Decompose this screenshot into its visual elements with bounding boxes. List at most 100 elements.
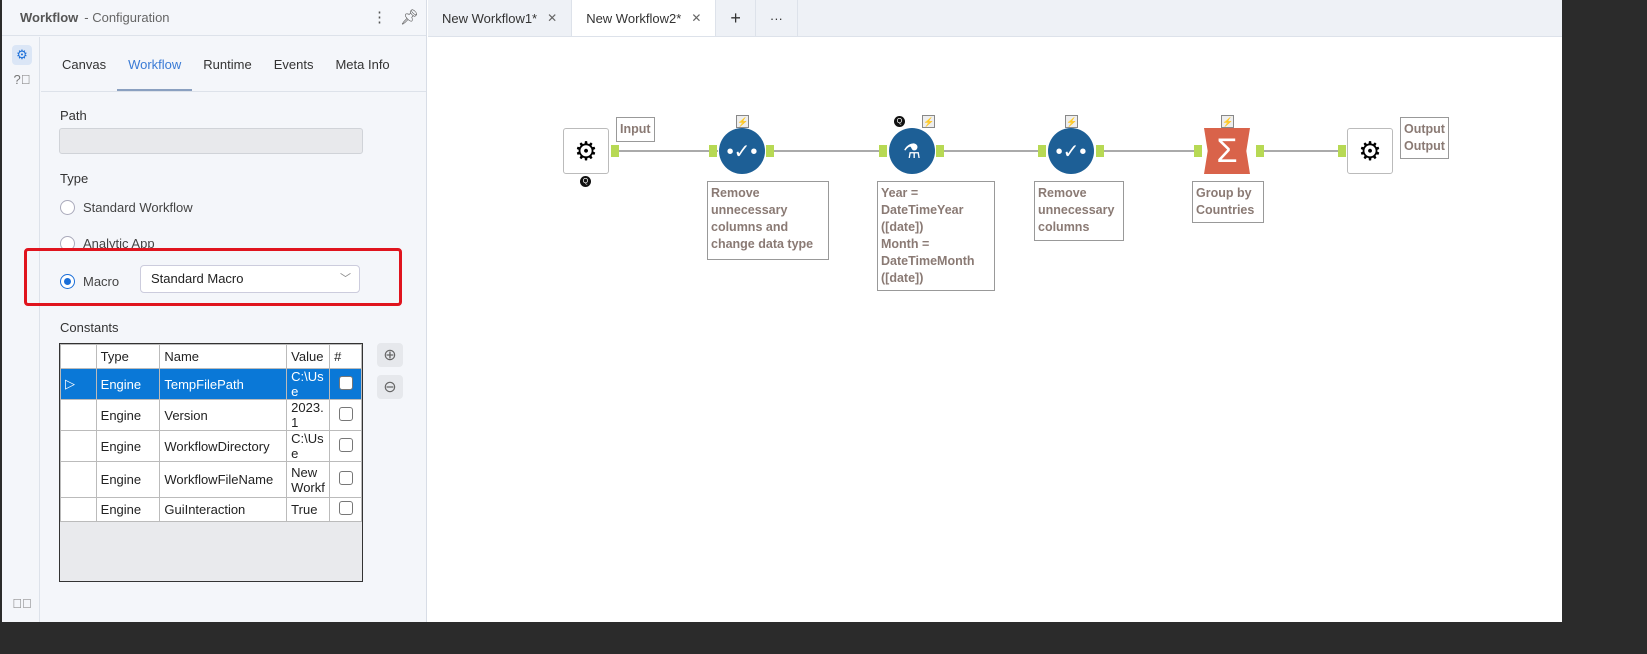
tab-new-workflow1[interactable]: New Workflow1* ✕ [428, 0, 573, 36]
macro-type-select[interactable]: Standard Macro﹀ [140, 265, 360, 293]
output-anchor[interactable] [1096, 145, 1104, 157]
cell-name[interactable]: TempFilePath [159, 368, 288, 400]
more-tabs-button[interactable]: ··· [756, 0, 798, 36]
select-tool-2[interactable]: •✓• [1048, 128, 1094, 174]
cell-type[interactable]: Engine [95, 461, 161, 498]
formula-tool[interactable]: ⚗ [889, 128, 935, 174]
checkbox[interactable] [338, 437, 353, 452]
add-constant-button[interactable]: ⊕ [377, 343, 403, 367]
lightning-icon: ⚡ [1221, 115, 1234, 128]
cell-value[interactable]: C:\Use [286, 430, 331, 462]
radio-circle[interactable] [60, 274, 75, 289]
remove-constant-button[interactable]: ⊖ [377, 375, 403, 399]
cell-checkbox[interactable] [329, 368, 362, 400]
output-anchor[interactable] [936, 145, 944, 157]
panel-titlebar: Workflow - Configuration ⋮ 📌︎ [2, 0, 426, 36]
row-indicator[interactable] [60, 497, 97, 522]
connection [1263, 150, 1343, 152]
header-cell[interactable]: Type [95, 344, 161, 369]
row-indicator[interactable] [60, 430, 97, 462]
cell-value[interactable]: New Workf [286, 461, 331, 498]
header-cell[interactable]: Value [286, 344, 331, 369]
radio-macro[interactable]: Macro [60, 274, 119, 289]
tab-workflow[interactable]: Workflow [117, 37, 193, 91]
cell-type[interactable]: Engine [95, 399, 161, 431]
constants-table: Type Name Value # ▷ Engine TempFilePath … [60, 344, 362, 522]
formula-annotation: Year =DateTimeYear([date])Month =DateTim… [877, 181, 995, 291]
input-anchor[interactable] [1338, 145, 1346, 157]
radio-analytic-app[interactable]: Analytic App [60, 236, 155, 251]
select-tool-1[interactable]: •✓• [719, 128, 765, 174]
input-anchor[interactable] [1038, 145, 1046, 157]
tab-events[interactable]: Events [273, 57, 314, 72]
radio-circle[interactable] [60, 200, 75, 215]
help-icon[interactable]: ?⃝ [13, 71, 31, 87]
cell-name[interactable]: GuiInteraction [159, 497, 288, 522]
highlight-annotation [24, 248, 402, 306]
more-options-icon[interactable]: ⋮ [372, 9, 387, 26]
row-indicator[interactable] [60, 399, 97, 431]
output-anchor[interactable] [611, 145, 619, 157]
type-label: Type [60, 171, 89, 186]
checkbox[interactable] [338, 471, 353, 485]
cell-checkbox[interactable] [329, 399, 362, 431]
cell-value[interactable]: C:\Use [286, 368, 331, 400]
constants-grid: Type Name Value # ▷ Engine TempFilePath … [59, 343, 363, 582]
path-input[interactable] [59, 128, 363, 154]
cell-name[interactable]: WorkflowFileName [159, 461, 288, 498]
pin-icon[interactable]: 📌︎ [400, 9, 420, 26]
connection [943, 150, 1038, 152]
cell-type[interactable]: Engine [95, 430, 161, 462]
formula-line: ([date]) [881, 220, 924, 234]
table-row[interactable]: Engine WorkflowDirectory C:\Use [60, 430, 362, 462]
cell-name[interactable]: WorkflowDirectory [159, 430, 288, 462]
cell-checkbox[interactable] [329, 430, 362, 462]
tab-label: New Workflow1* [442, 10, 538, 26]
panel-title: Workflow [20, 10, 79, 25]
tab-meta-info[interactable]: Meta Info [335, 57, 390, 72]
table-row[interactable]: Engine Version 2023.1 [60, 399, 362, 431]
cell-type[interactable]: Engine [95, 368, 161, 400]
workflow-canvas[interactable]: ⚙ Q Input •✓• ⚡ Remove unnecessary colum… [428, 37, 1562, 622]
macro-output-tool[interactable]: ⚙ [1347, 128, 1393, 174]
cell-name[interactable]: Version [159, 399, 288, 431]
cell-type[interactable]: Engine [95, 497, 161, 522]
cell-checkbox[interactable] [329, 461, 362, 498]
header-cell[interactable]: # [329, 344, 362, 369]
select-check-icon: •✓• [726, 140, 758, 163]
input-anchor[interactable] [879, 145, 887, 157]
formula-line: Year = [881, 186, 919, 200]
row-indicator[interactable] [60, 461, 97, 498]
connection [618, 150, 718, 152]
table-row[interactable]: ▷ Engine TempFilePath C:\Use [60, 368, 362, 400]
new-tab-button[interactable]: + [716, 0, 756, 36]
tab-new-workflow2[interactable]: New Workflow2*✕ [572, 0, 717, 36]
formula-line: DateTimeYear [881, 203, 964, 217]
checkbox[interactable] [338, 501, 353, 515]
table-row[interactable]: Engine GuiInteraction True [60, 497, 362, 522]
row-indicator[interactable]: ▷ [60, 368, 97, 400]
output-label: Output [1404, 139, 1445, 153]
gear-icon[interactable]: ⚙ [12, 45, 32, 65]
close-icon[interactable]: ✕ [547, 11, 558, 25]
check-circle-icon[interactable]: ✓⃝ [12, 595, 32, 611]
cell-value[interactable]: 2023.1 [286, 399, 331, 431]
checkbox[interactable] [338, 406, 353, 421]
close-icon[interactable]: ✕ [691, 11, 702, 25]
output-anchor[interactable] [766, 145, 774, 157]
header-cell[interactable]: Name [159, 344, 288, 369]
tab-runtime[interactable]: Runtime [203, 57, 252, 72]
input-anchor[interactable] [709, 145, 717, 157]
table-row[interactable]: Engine WorkflowFileName New Workf [60, 461, 362, 498]
input-anchor[interactable] [1194, 145, 1202, 157]
flask-icon: ⚗ [903, 140, 921, 163]
summarize-tool[interactable]: Σ [1204, 128, 1250, 174]
output-anchor[interactable] [1256, 145, 1264, 157]
cell-checkbox[interactable] [329, 497, 362, 522]
cell-value[interactable]: True [286, 497, 331, 522]
radio-standard-workflow[interactable]: Standard Workflow [60, 200, 193, 215]
tab-canvas[interactable]: Canvas [62, 57, 107, 72]
checkbox[interactable] [338, 375, 353, 390]
macro-input-tool[interactable]: ⚙ [563, 128, 609, 174]
